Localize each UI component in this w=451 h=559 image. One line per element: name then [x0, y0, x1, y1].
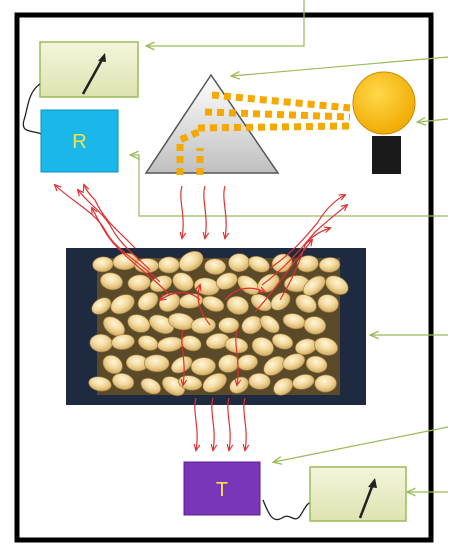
corn-kernel: [325, 275, 349, 295]
corn-kernel: [178, 250, 204, 272]
microwave-arrow: [160, 291, 201, 301]
receiver-box: R: [40, 109, 119, 173]
corn-kernel: [270, 292, 291, 311]
receiver-cable: [22, 83, 42, 135]
microwave-arrow: [212, 397, 214, 450]
corn-kernel: [303, 316, 327, 335]
receiver-meter: [39, 41, 139, 98]
transmitter-cable: [262, 499, 312, 521]
corn-kernel: [102, 355, 123, 374]
corn-kernel: [190, 317, 216, 334]
corn-kernel: [171, 356, 193, 374]
microwave-arrow: [198, 285, 211, 326]
corn-kernel: [100, 272, 123, 291]
corn-kernel: [110, 294, 135, 315]
meter-needle-icon: [81, 53, 106, 95]
microwave-arrow: [78, 190, 151, 271]
corn-kernel: [112, 373, 135, 390]
corn-kernel: [103, 316, 125, 337]
corn-kernel: [158, 256, 180, 274]
transmitter-box: T: [183, 461, 261, 516]
microwave-arrow: [224, 288, 265, 301]
corn-kernel: [143, 354, 170, 373]
corn-kernel: [314, 374, 337, 393]
corn-kernel: [204, 258, 227, 275]
transmitter-meter: [309, 466, 407, 522]
corn-kernel: [91, 297, 112, 315]
corn-kernel: [149, 275, 173, 293]
corn-kernel: [273, 377, 294, 396]
corn-kernel: [317, 294, 339, 313]
microwave-arrow: [224, 185, 226, 238]
light-beams: [176, 91, 351, 175]
corn-kernel: [226, 296, 249, 315]
microwave-arrow: [254, 240, 312, 313]
corn-kernel: [271, 333, 294, 350]
corn-kernel: [295, 294, 317, 313]
corn-kernel: [215, 272, 238, 290]
microwave-arrow: [261, 205, 347, 286]
corn-kernel: [172, 272, 194, 292]
corn-kernels-image: [66, 248, 366, 405]
lamp-icon: [352, 71, 416, 174]
corn-kernel: [202, 295, 225, 312]
corn-kernel: [190, 357, 216, 376]
microwave-arrow: [279, 228, 330, 301]
corn-kernel: [202, 373, 227, 393]
corn-kernel: [112, 252, 139, 271]
corn-kernel: [302, 275, 326, 296]
microwave-arrow: [195, 397, 197, 450]
leader-lines: [131, 0, 449, 492]
corn-kernel: [111, 334, 135, 350]
corn-kernel: [127, 314, 151, 333]
microwave-arrow: [92, 208, 171, 296]
corn-kernel: [314, 337, 338, 356]
corn-kernel: [137, 291, 159, 311]
microwave-arrow: [182, 329, 184, 385]
corn-kernel: [251, 337, 274, 357]
corn-kernel: [248, 256, 270, 273]
corn-kernel: [318, 257, 341, 273]
microwave-arrows: [55, 185, 347, 450]
receiver-label: R: [72, 131, 86, 153]
corn-kernel: [127, 274, 151, 292]
corn-kernel: [218, 317, 240, 334]
corn-kernel: [148, 314, 175, 334]
microwave-arrow: [244, 397, 246, 450]
microwave-arrow: [204, 185, 206, 238]
meter-needle-icon: [358, 478, 377, 519]
corn-kernel: [305, 355, 328, 374]
corn-kernel: [259, 315, 280, 334]
corn-kernel: [237, 275, 260, 295]
corn-kernel: [248, 372, 271, 390]
corn-kernel: [282, 353, 306, 371]
corn-kernel: [88, 376, 112, 392]
microwave-arrow: [269, 195, 345, 269]
microwave-arrow: [236, 329, 238, 385]
transmitter-label: T: [216, 479, 228, 501]
microwave-arrow: [84, 185, 136, 249]
corn-kernel: [140, 378, 161, 395]
corn-kernel: [292, 374, 315, 390]
microwave-arrow: [55, 185, 161, 283]
microwave-arrow: [228, 397, 230, 450]
microwave-arrow: [181, 185, 183, 238]
enclosure-frame: [14, 12, 434, 543]
corn-kernel: [263, 356, 286, 376]
